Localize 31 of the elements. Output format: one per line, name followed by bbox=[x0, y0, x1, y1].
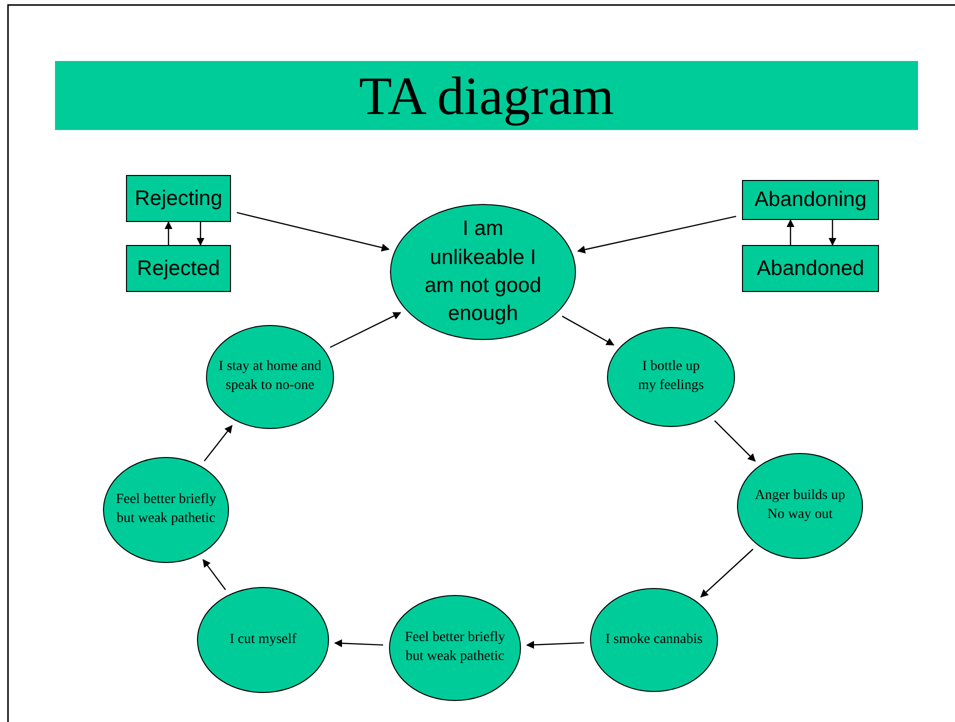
arrow bbox=[334, 639, 384, 648]
node-text: I am unlikeable I am not good enough bbox=[424, 216, 542, 328]
arrow bbox=[562, 316, 614, 346]
state-box bbox=[126, 175, 231, 222]
state-box bbox=[742, 245, 879, 292]
title-banner: TA diagram bbox=[55, 61, 918, 130]
node-text: Feel better briefly but weak pathetic bbox=[114, 491, 218, 528]
node-text: Abandoning bbox=[754, 188, 867, 212]
node-text: Rejecting bbox=[134, 186, 222, 210]
state-box bbox=[126, 245, 231, 292]
arrow bbox=[577, 216, 736, 254]
arrow bbox=[526, 640, 584, 649]
arrow bbox=[164, 221, 172, 245]
arrow bbox=[330, 312, 402, 348]
arrow bbox=[828, 220, 836, 246]
node-text: I cut myself bbox=[230, 630, 296, 649]
node-text: Abandoned bbox=[756, 256, 864, 280]
arrow bbox=[786, 219, 794, 245]
node-text: I smoke cannabis bbox=[605, 630, 703, 649]
node-text: Feel better briefly but weak pathetic bbox=[404, 629, 506, 666]
node-text: Rejected bbox=[137, 256, 220, 280]
arrow bbox=[204, 424, 232, 462]
node-text: I bottle up my feelings bbox=[637, 358, 705, 395]
arrow bbox=[714, 420, 756, 462]
arrow bbox=[236, 212, 390, 252]
node-text: Anger builds up No way out bbox=[754, 487, 846, 524]
arrow bbox=[202, 559, 226, 590]
arrow bbox=[700, 548, 754, 598]
node-text: I stay at home and speak to no-one bbox=[218, 358, 322, 395]
arrow bbox=[196, 222, 204, 246]
state-box bbox=[742, 180, 879, 220]
